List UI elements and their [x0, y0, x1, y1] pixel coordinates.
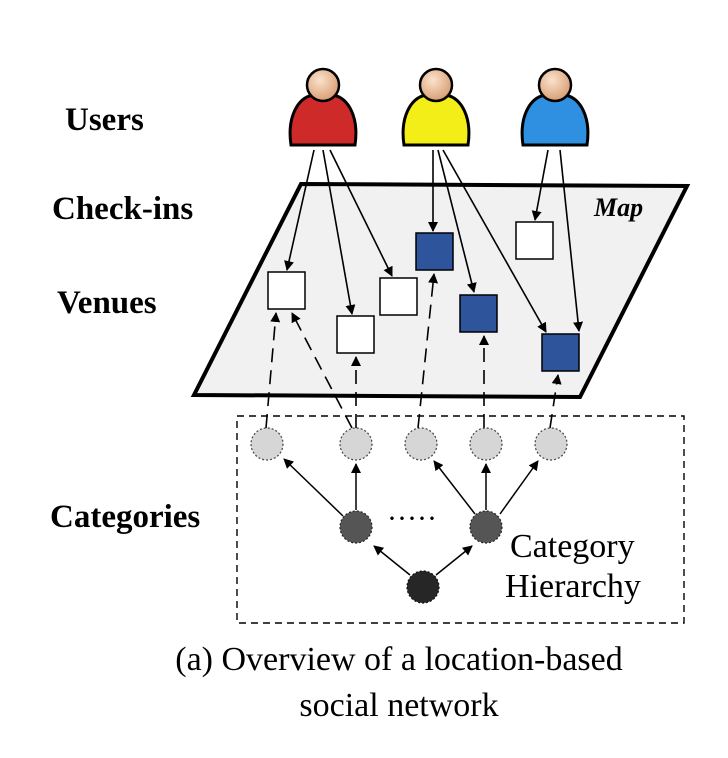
- category-mid-node: [469, 510, 503, 544]
- category-leaf-node: [404, 427, 438, 461]
- map-label: Map: [593, 193, 643, 222]
- tree-edge: [433, 460, 476, 515]
- ellipsis-dots: ·····: [387, 502, 437, 535]
- tree-edge: [373, 545, 411, 576]
- tree-edge: [435, 545, 473, 576]
- category-leaf-node: [534, 427, 568, 461]
- category-link: [417, 273, 439, 429]
- category-link: [549, 374, 562, 429]
- user-yellow-icon: [401, 67, 471, 147]
- categories-label: Categories: [50, 499, 200, 535]
- venue-box: [515, 221, 554, 260]
- venue-box-visited: [415, 232, 454, 271]
- category-root-node: [406, 570, 440, 604]
- checkin-arrow: [284, 149, 315, 271]
- checkins-label: Check-ins: [52, 191, 193, 227]
- caption-line1: (a) Overview of a location-based: [175, 641, 622, 678]
- users-label: Users: [65, 102, 144, 138]
- venue-box: [379, 277, 418, 316]
- tree-edge: [499, 460, 539, 515]
- user-blue-icon: [520, 67, 590, 147]
- category-venue-links: [265, 273, 562, 429]
- checkin-arrow: [437, 149, 477, 293]
- checkin-arrows: [284, 149, 584, 333]
- venue-box: [336, 315, 375, 354]
- checkin-arrow: [559, 149, 584, 332]
- category-mid-node: [339, 510, 373, 544]
- category-leaf-node: [339, 427, 373, 461]
- tree-edge: [283, 458, 344, 517]
- checkin-arrow: [329, 149, 393, 277]
- category-leaf-node: [469, 427, 503, 461]
- checkin-arrow: [531, 149, 549, 221]
- hierarchy-label-line2: Hierarchy: [505, 568, 641, 605]
- caption-line2: social network: [299, 687, 498, 724]
- tree-edges: [283, 458, 539, 576]
- checkin-arrow: [442, 149, 547, 333]
- user-red-icon: [288, 67, 358, 147]
- hierarchy-label-line1: Category: [510, 528, 635, 565]
- venue-box-visited: [541, 333, 580, 372]
- category-leaf-node: [250, 427, 284, 461]
- category-link: [265, 312, 281, 429]
- venues-label: Venues: [57, 285, 157, 321]
- venue-box-visited: [459, 294, 498, 333]
- category-hierarchy-box: [236, 415, 685, 624]
- checkin-arrow: [322, 149, 356, 315]
- venue-box: [267, 271, 306, 310]
